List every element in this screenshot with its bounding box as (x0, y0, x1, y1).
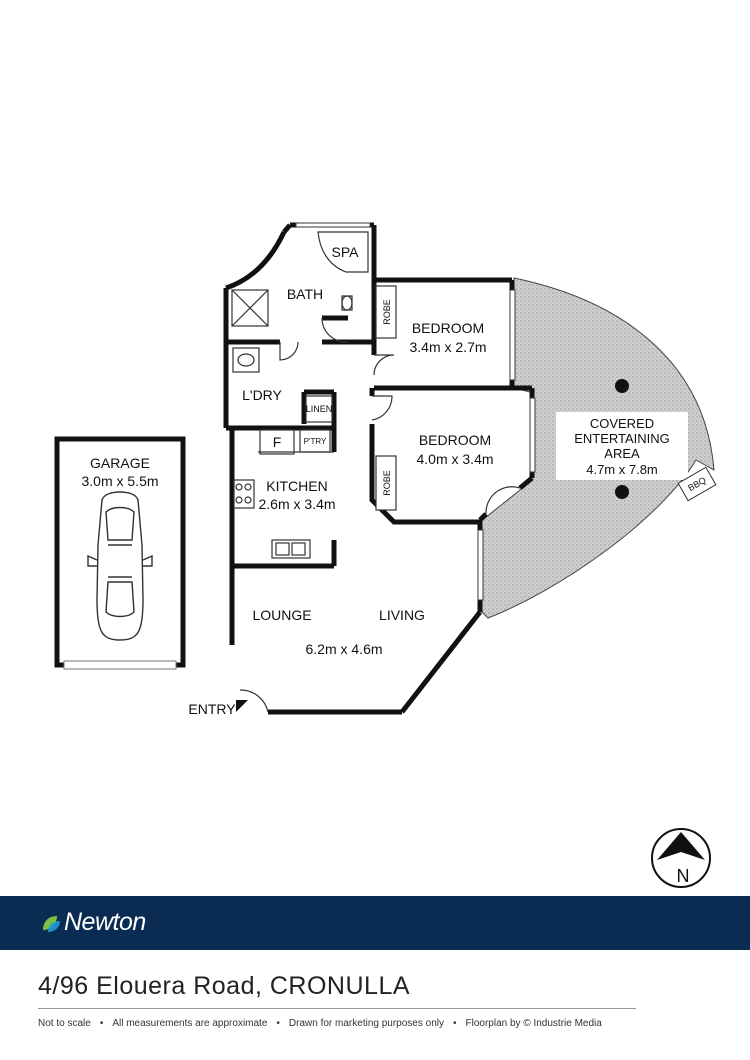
car-icon (87, 491, 153, 641)
garage-name: GARAGE (90, 455, 150, 471)
covered-area-label: COVERED (590, 416, 654, 431)
pantry-label: P'TRY (304, 437, 327, 446)
compass-label: N (677, 866, 690, 886)
brand-name: Newton (64, 908, 146, 936)
lounge-living-size: 6.2m x 4.6m (305, 641, 382, 657)
garage-door-opening (63, 660, 177, 670)
divider (38, 1008, 636, 1009)
newton-logo-icon (40, 912, 62, 934)
bedroom-2-name: BEDROOM (419, 432, 491, 448)
spa-label: SPA (332, 244, 360, 260)
post-marker (615, 379, 629, 393)
laundry-label: L'DRY (242, 387, 282, 403)
linen-label: LINEN (306, 404, 333, 414)
unit-walls (223, 222, 535, 715)
footer-item: Not to scale (38, 1018, 91, 1029)
post-marker (615, 485, 629, 499)
windows (295, 222, 536, 601)
entry-label: ENTRY (188, 701, 236, 717)
bbq-box (677, 466, 717, 502)
footer-item: All measurements are approximate (112, 1018, 268, 1029)
brand-band: Newton (0, 896, 750, 950)
kitchen-fixtures (232, 347, 334, 559)
covered-area-label: ENTERTAINING (574, 431, 670, 446)
garage-size: 3.0m x 5.5m (81, 473, 158, 489)
footer-separator: • (453, 1018, 457, 1029)
footer-separator: • (276, 1018, 280, 1029)
entry-arrow-icon (236, 700, 248, 712)
bedroom-1-name: BEDROOM (412, 320, 484, 336)
covered-area-size: 4.7m x 7.8m (586, 462, 658, 477)
bedroom-2-size: 4.0m x 3.4m (416, 451, 493, 467)
fridge-label: F (273, 434, 282, 450)
bedroom-1-size: 3.4m x 2.7m (409, 339, 486, 355)
footer-item: Drawn for marketing purposes only (288, 1018, 444, 1029)
bath-label: BATH (287, 286, 323, 302)
kitchen-size: 2.6m x 3.4m (258, 496, 335, 512)
lounge-label: LOUNGE (252, 607, 311, 623)
bath-fixtures (231, 231, 369, 327)
covered-area-label: AREA (604, 446, 640, 461)
living-label: LIVING (379, 607, 425, 623)
robe-label: ROBE (382, 299, 392, 325)
footer-item: Floorplan by © Industrie Media (465, 1018, 602, 1029)
newton-logo: Newton (40, 908, 146, 937)
footer-separator: • (99, 1018, 104, 1029)
robe-label: ROBE (382, 470, 392, 496)
north-compass-icon: N (651, 828, 711, 888)
kitchen-name: KITCHEN (266, 478, 327, 494)
covered-area-label-box (556, 412, 688, 480)
floorplan: GARAGE 3.0m x 5.5m SPA BATH ROBE BEDROOM… (54, 222, 717, 888)
cupboards (259, 285, 397, 511)
door-swings (239, 317, 521, 713)
footer-disclaimer: Not to scale • All measurements are approx… (38, 1018, 602, 1029)
property-address: 4/96 Elouera Road, CRONULLA (38, 972, 411, 1000)
